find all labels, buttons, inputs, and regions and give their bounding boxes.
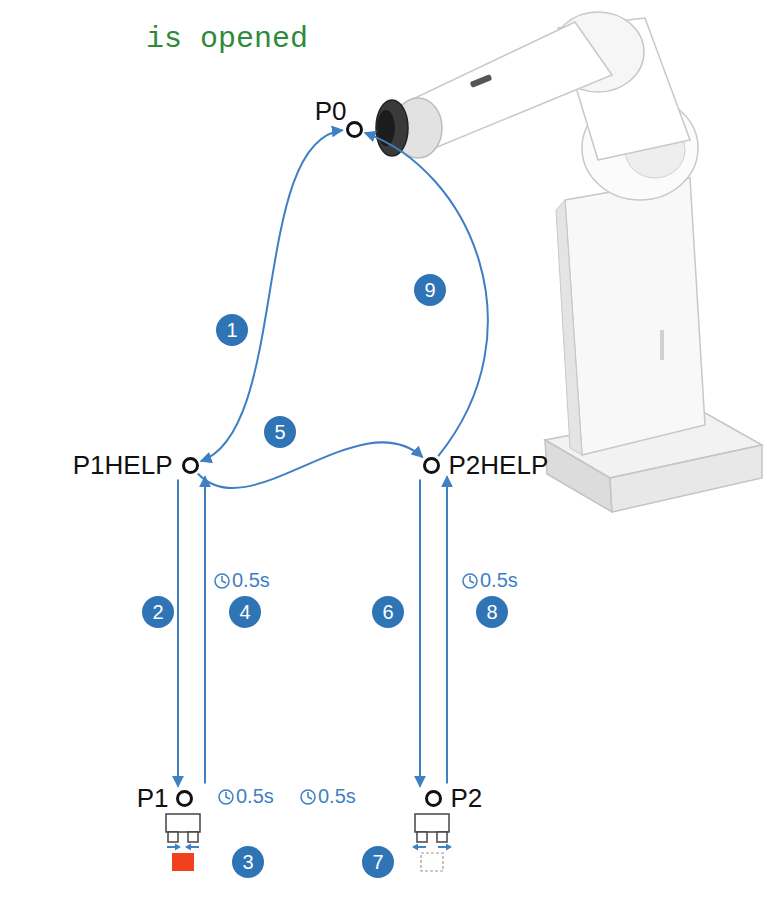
point-name: P1HELP: [73, 451, 173, 480]
callout-number: 9: [414, 274, 446, 306]
callout-number: 6: [372, 596, 404, 628]
motion-arrow: [204, 477, 206, 784]
waypoint: P2HELP: [423, 457, 440, 474]
waypoint: P2: [425, 790, 442, 807]
waypoint: P0: [346, 121, 363, 138]
dwell-time: 0.5s: [232, 569, 270, 591]
motion-arrow: [446, 477, 448, 784]
motion-arrow: [365, 133, 488, 456]
callout-number: 2: [142, 596, 174, 628]
point-name: P0: [315, 97, 347, 126]
motion-arrow: [177, 480, 179, 787]
motion-arrow: [419, 480, 421, 787]
motion-arrow: [198, 442, 423, 488]
dwell-time: 0.5s: [480, 569, 518, 591]
callout-number: 8: [476, 596, 508, 628]
waypoint: P1HELP: [182, 457, 199, 474]
clock-icon: [215, 574, 477, 804]
dwell-time: 0.5s: [318, 785, 356, 807]
motion-arrow: [201, 130, 343, 461]
callout-number: 7: [362, 846, 394, 878]
callout-number: 5: [264, 416, 296, 448]
point-name: P2HELP: [449, 451, 549, 480]
waypoint: P1: [176, 790, 193, 807]
callout-number: 4: [229, 596, 261, 628]
dwell-time: 0.5s: [236, 785, 274, 807]
point-name: P2: [451, 784, 483, 813]
code-comment: is opened: [146, 22, 308, 56]
point-name: P1: [137, 784, 169, 813]
callout-number: 1: [216, 314, 248, 346]
callout-number: 3: [232, 846, 264, 878]
